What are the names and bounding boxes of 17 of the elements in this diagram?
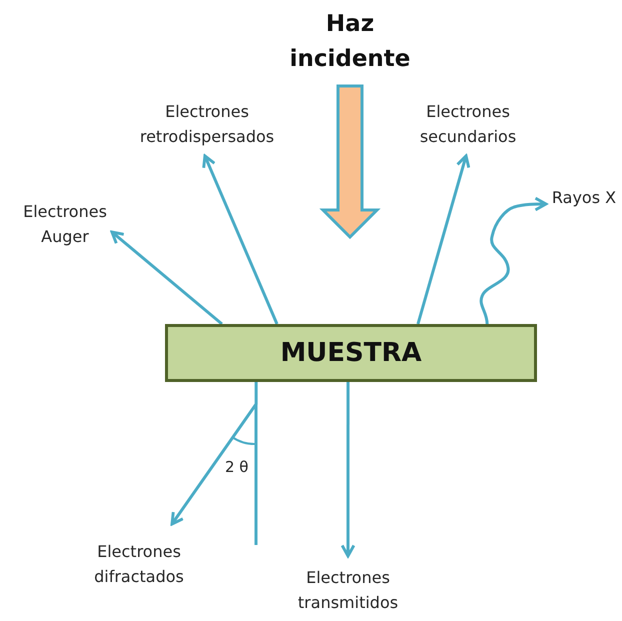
beam-label: Haz incidente: [280, 6, 420, 78]
block-arrow: [319, 84, 381, 240]
sample-label: MUESTRA: [280, 338, 422, 368]
signal-label: Rayos X: [548, 184, 620, 210]
arrow: [416, 154, 470, 324]
signal-label: Electrones transmitidos: [278, 562, 418, 618]
angle-label: 2 θ: [225, 458, 248, 476]
sample-box: [165, 324, 537, 382]
signal-label: Electrones difractados: [74, 536, 204, 592]
arrow: [340, 382, 356, 558]
signal-label: Electrones secundarios: [398, 96, 538, 152]
arrow: [110, 230, 223, 326]
signal-label: Electrones retrodispersados: [112, 96, 302, 152]
arrow: [202, 154, 278, 325]
arrow: [170, 382, 258, 526]
signal-label: Electrones Auger: [6, 196, 124, 252]
wavy-arrow: [480, 196, 548, 324]
